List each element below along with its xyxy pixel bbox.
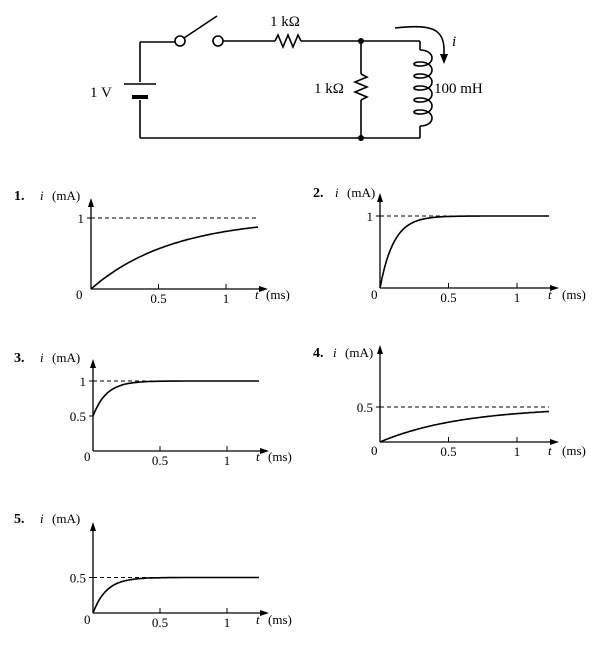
graph-3-ylabel-unit: (mA) bbox=[52, 350, 80, 365]
inductor bbox=[413, 49, 433, 127]
graph-4-ylabel-unit: (mA) bbox=[345, 345, 373, 360]
current-label: i bbox=[452, 34, 456, 50]
graph-3-ylabel-var: i bbox=[40, 350, 44, 365]
x-tick-label: 1 bbox=[223, 291, 230, 306]
graph-2-plot: 0.5 1 1 bbox=[367, 193, 559, 305]
graph-4: 4. i (mA) t (ms) 0 0.5 1 0.5 bbox=[313, 345, 586, 459]
graph-5-ylabel-var: i bbox=[40, 511, 44, 526]
x-tick-label: 0.5 bbox=[152, 615, 168, 630]
graph-2: 2. i (mA) t (ms) 0 0.5 1 1 bbox=[313, 185, 586, 305]
graph-3-number: 3. bbox=[14, 351, 25, 366]
current-curve bbox=[92, 380, 259, 417]
graph-5-ylabel-unit: (mA) bbox=[52, 511, 80, 526]
y-tick-label: 0.5 bbox=[357, 400, 373, 415]
inductor-label: 100 mH bbox=[434, 81, 483, 97]
graph-4-ylabel-var: i bbox=[333, 345, 337, 360]
x-axis-arrow bbox=[550, 285, 559, 291]
graph-1: 1. i (mA) t (ms) 0 0.5 1 1 bbox=[14, 188, 290, 306]
y-tick-label: 0.5 bbox=[70, 571, 86, 586]
graph-2-ylabel-unit: (mA) bbox=[347, 185, 375, 200]
y-axis-arrow bbox=[377, 193, 383, 202]
graph-2-xlabel-unit: (ms) bbox=[562, 287, 586, 302]
x-tick-label: 0.5 bbox=[150, 291, 166, 306]
switch bbox=[174, 15, 224, 47]
shunt-resistor bbox=[352, 73, 370, 101]
x-tick-label: 0.5 bbox=[440, 444, 456, 459]
battery bbox=[124, 83, 156, 99]
graph-5-number: 5. bbox=[14, 512, 25, 527]
graph-3-origin: 0 bbox=[84, 449, 91, 464]
current-curve bbox=[90, 226, 259, 290]
graph-4-number: 4. bbox=[313, 346, 324, 361]
graph-5-origin: 0 bbox=[84, 612, 91, 627]
x-axis-arrow bbox=[260, 448, 269, 454]
graph-2-number: 2. bbox=[313, 186, 324, 201]
graph-3-xlabel-unit: (ms) bbox=[268, 449, 292, 464]
y-tick-label: 1 bbox=[367, 209, 374, 224]
graph-3: 3. i (mA) t (ms) 0 0.5 1 1 0.5 bbox=[14, 350, 292, 468]
graph-5: 5. i (mA) t (ms) 0 0.5 1 0.5 bbox=[14, 511, 292, 630]
x-tick-label: 1 bbox=[514, 444, 521, 459]
graph-1-xlabel-var: t bbox=[255, 287, 259, 302]
graph-3-xlabel-var: t bbox=[256, 449, 260, 464]
y-axis-arrow bbox=[90, 522, 96, 531]
graph-1-origin: 0 bbox=[76, 287, 83, 302]
graph-5-plot: 0.5 1 0.5 bbox=[70, 522, 269, 630]
current-arrow bbox=[394, 25, 448, 64]
graph-4-xlabel-unit: (ms) bbox=[562, 443, 586, 458]
graph-5-xlabel-unit: (ms) bbox=[268, 612, 292, 627]
y-tick-label: 1 bbox=[78, 211, 85, 226]
shunt-resistor-label: 1 kΩ bbox=[314, 81, 344, 97]
y-axis-arrow bbox=[90, 359, 96, 368]
graph-1-plot: 0.5 1 1 bbox=[78, 198, 268, 306]
graph-4-xlabel-var: t bbox=[548, 443, 552, 458]
battery-label: 1 V bbox=[90, 85, 112, 101]
series-resistor bbox=[274, 32, 302, 50]
graph-2-origin: 0 bbox=[371, 287, 378, 302]
graph-1-ylabel-var: i bbox=[40, 188, 44, 203]
circuit-diagram: 1 V 1 kΩ 1 kΩ 100 mH i bbox=[90, 14, 483, 141]
series-resistor-label: 1 kΩ bbox=[270, 14, 300, 30]
x-axis-arrow bbox=[260, 610, 269, 616]
y-axis-arrow bbox=[88, 198, 94, 207]
x-tick-label: 0.5 bbox=[440, 290, 456, 305]
graph-1-number: 1. bbox=[14, 189, 25, 204]
graph-3-plot: 0.5 1 1 0.5 bbox=[70, 359, 269, 468]
x-tick-label: 1 bbox=[514, 290, 521, 305]
x-axis-arrow bbox=[259, 286, 268, 292]
current-curve bbox=[379, 410, 550, 443]
x-tick-label: 1 bbox=[224, 615, 231, 630]
x-tick-label: 1 bbox=[224, 453, 231, 468]
graph-1-ylabel-unit: (mA) bbox=[52, 188, 80, 203]
graph-2-ylabel-var: i bbox=[335, 185, 339, 200]
x-axis-arrow bbox=[550, 439, 559, 445]
y-tick-label: 1 bbox=[80, 374, 87, 389]
graph-5-xlabel-var: t bbox=[256, 612, 260, 627]
current-curve bbox=[92, 576, 259, 614]
x-tick-label: 0.5 bbox=[152, 453, 168, 468]
current-curve bbox=[379, 215, 549, 289]
graph-4-plot: 0.5 1 0.5 bbox=[357, 345, 559, 459]
graph-2-xlabel-var: t bbox=[548, 287, 552, 302]
graph-1-xlabel-unit: (ms) bbox=[266, 287, 290, 302]
y-axis-arrow bbox=[377, 345, 383, 354]
graph-4-origin: 0 bbox=[371, 443, 378, 458]
y-tick-label: 0.5 bbox=[70, 409, 86, 424]
